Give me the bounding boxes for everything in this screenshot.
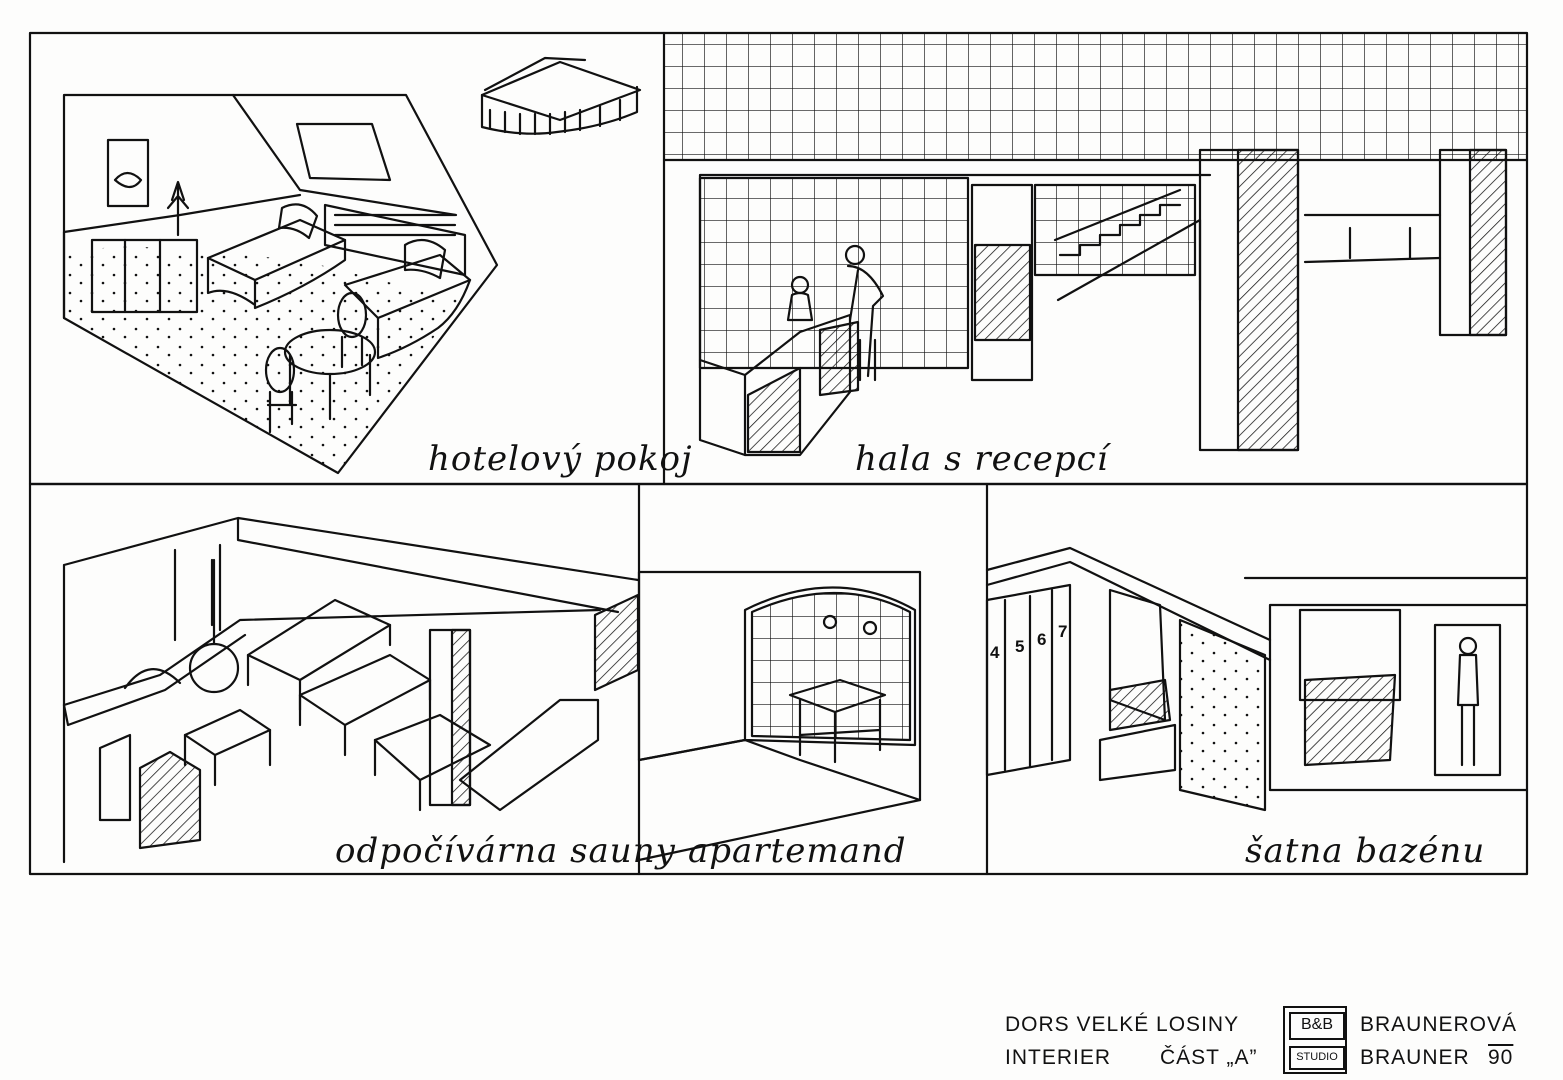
caption-sauna-lounge: odpočívárna sauny — [335, 831, 676, 871]
chair-1 — [264, 346, 296, 394]
locker-bank — [985, 583, 1072, 777]
dresser — [90, 238, 199, 314]
apartment-sketch — [637, 570, 922, 862]
staircase — [1053, 188, 1182, 257]
drawing-subject: INTERIER — [1005, 1046, 1112, 1069]
bench — [1108, 678, 1172, 732]
guest — [844, 244, 866, 266]
drawing-part: ČÁST „A” — [1160, 1046, 1258, 1069]
locker-number-5: 5 — [1015, 637, 1024, 656]
figure — [1458, 636, 1478, 656]
wall-picture — [106, 138, 150, 208]
reception-side — [698, 358, 747, 457]
chair-2 — [336, 291, 368, 339]
roof-window — [295, 122, 392, 182]
lounger-4 — [458, 698, 600, 812]
drawing-year: 90 — [1488, 1046, 1514, 1069]
caption-pool-changing: šatna bazénu — [1245, 831, 1485, 871]
lobby-sketch — [662, 33, 1529, 457]
plant-sauna — [123, 668, 182, 690]
apartment-table — [788, 678, 887, 714]
author-2: BRAUNER — [1360, 1046, 1470, 1069]
bottom-row-frame — [28, 482, 1529, 876]
lounger-2 — [298, 653, 432, 727]
wall-shelf — [62, 633, 247, 727]
ceiling-grid — [664, 33, 1527, 160]
plant — [166, 180, 190, 237]
tiled-alcove — [750, 591, 912, 742]
locker-number-7: 7 — [1058, 622, 1067, 641]
locker-numbers: 4 5 6 7 — [990, 622, 1067, 662]
armchair-1 — [98, 733, 132, 822]
armchair-2 — [138, 750, 202, 850]
pillow — [277, 203, 319, 240]
studio-logo: B&B STUDIO — [1283, 1006, 1347, 1074]
ottoman-sketch — [480, 60, 642, 122]
project-name: DORS VELKÉ LOSINY — [1005, 1013, 1240, 1036]
coffee-table — [183, 708, 272, 757]
logo-text-top: B&B — [1289, 1012, 1345, 1040]
lounger-1 — [246, 598, 392, 682]
caption-hotel-room: hotelový pokoj — [428, 439, 693, 479]
sauna-lounge-sketch — [62, 516, 640, 864]
caption-apartment: apartemand — [688, 831, 907, 871]
logo-text-bottom: STUDIO — [1289, 1046, 1345, 1070]
lounger-3 — [373, 713, 492, 782]
locker-number-4: 4 — [990, 643, 1000, 662]
column-left — [970, 183, 1034, 382]
pool-changing-sketch — [985, 546, 1529, 812]
reception-desk — [746, 366, 802, 454]
hotel-room-sketch — [62, 56, 642, 475]
author-1: BRAUNEROVÁ — [1360, 1013, 1518, 1036]
caption-lobby: hala s recepcí — [855, 439, 1112, 479]
shower-door — [1433, 623, 1502, 777]
locker-number-6: 6 — [1037, 630, 1046, 649]
